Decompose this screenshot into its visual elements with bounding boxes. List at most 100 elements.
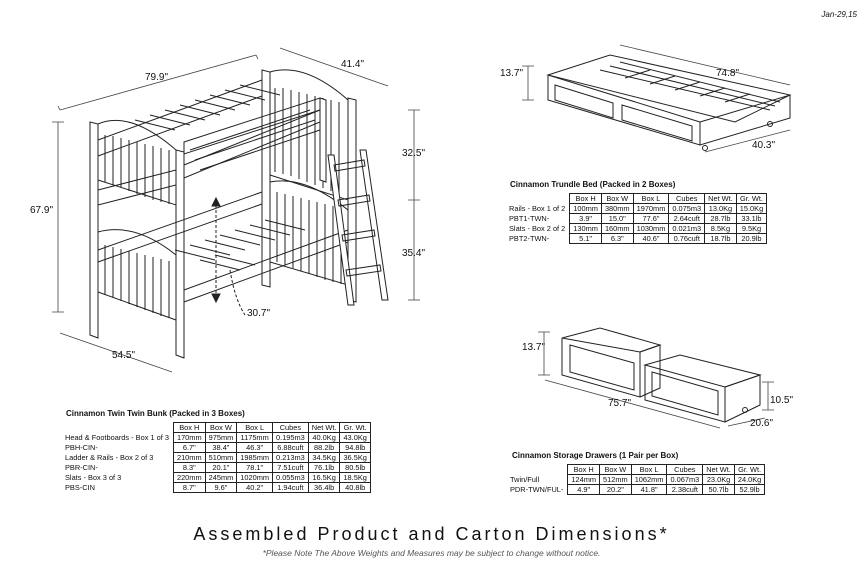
table-cell: 7.51cuft — [272, 462, 309, 473]
column-header: Box H — [569, 193, 602, 204]
table-header-row: Box H Box W Box L Cubes Net Wt. Gr. Wt. — [62, 422, 371, 433]
column-header: Box W — [204, 422, 238, 433]
table-row: Slats - Box 3 of 3 220mm 245mm 1020mm 0.… — [62, 472, 371, 483]
trundle-width-label: 40.3" — [752, 140, 776, 151]
table-cell: 0.075m3 — [668, 203, 706, 214]
table-cell: 41.8" — [630, 484, 668, 495]
table-cell: 6.3" — [600, 233, 634, 244]
row-label: PBT1-TWN- — [509, 214, 550, 223]
row-label: Twin/Full — [510, 475, 540, 484]
table-row: PBT1-TWN- 3.9" 15.0" 77.6" 2.64cuft 28.7… — [506, 213, 768, 224]
storage-drawers-drawing — [538, 327, 774, 429]
column-header: Box H — [567, 464, 601, 475]
table-cell: 130mm — [569, 223, 602, 234]
table-cell: 510mm — [204, 452, 238, 463]
table-row: PBT2-TWN- 5.1" 6.3" 40.6" 0.76cuft 18.7l… — [506, 233, 768, 244]
table-row: PBH-CIN- 6.7" 38.4" 46.3" 6.88cuft 88.2l… — [62, 442, 371, 453]
table-header-row: Box H Box W Box L Cubes Net Wt. Gr. Wt. — [507, 464, 766, 475]
table-cell: 40.0Kg — [307, 432, 341, 443]
row-label: Rails - Box 1 of 2 — [509, 204, 566, 213]
trundle-table-title: Cinnamon Trundle Bed (Packed in 2 Boxes) — [510, 180, 676, 189]
column-header: Box W — [599, 464, 632, 475]
row-label: PBH-CIN- — [65, 443, 98, 452]
table-cell: 15.0" — [600, 213, 634, 224]
table-row: PDR-TWN/FUL- 4.9" 20.2" 41.8" 2.38cuft 5… — [507, 484, 766, 495]
column-header: Net Wt. — [702, 464, 735, 475]
table-cell: 1030mm — [632, 223, 670, 234]
table-cell: 77.6" — [632, 213, 670, 224]
table-cell: 52.9lb — [733, 484, 766, 495]
row-label: PBT2-TWN- — [509, 234, 550, 243]
table-cell: 80.5lb — [339, 462, 371, 473]
table-cell: 8.7" — [172, 482, 206, 493]
column-header: Gr. Wt. — [735, 193, 768, 204]
table-cell: 1970mm — [632, 203, 670, 214]
row-label: PBR-CIN- — [65, 463, 98, 472]
table-cell: 16.5Kg — [307, 472, 341, 483]
trundle-bed-drawing — [522, 44, 792, 153]
drawer-spec-table: Box H Box W Box L Cubes Net Wt. Gr. Wt. … — [507, 464, 766, 495]
column-header: Box L — [236, 422, 274, 433]
table-cell: 6.7" — [172, 442, 206, 453]
table-cell: 2.64cuft — [668, 213, 706, 224]
table-cell: 36.5Kg — [339, 452, 371, 463]
drawer-height-label: 13.7" — [522, 342, 546, 353]
row-label: Slats - Box 2 of 2 — [509, 224, 566, 233]
table-cell: 220mm — [172, 472, 206, 483]
page-title: Assembled Product and Carton Dimensions* — [193, 524, 670, 544]
column-header: Box H — [172, 422, 206, 433]
table-row: Slats - Box 2 of 2 130mm 160mm 1030mm 0.… — [506, 223, 768, 234]
table-cell: 1175mm — [236, 432, 274, 443]
table-header-row: Box H Box W Box L Cubes Net Wt. Gr. Wt. — [506, 193, 768, 204]
table-cell: 8.5Kg — [704, 223, 737, 234]
bunk-lower-height-label: 35.4" — [402, 248, 426, 259]
table-cell: 4.9" — [567, 484, 601, 495]
table-cell: 76.1lb — [307, 462, 341, 473]
table-cell: 18.7lb — [704, 233, 737, 244]
table-cell: 33.1lb — [735, 213, 768, 224]
row-label: Slats - Box 3 of 3 — [65, 473, 122, 482]
table-cell: 38.4" — [204, 442, 238, 453]
column-header: Gr. Wt. — [733, 464, 766, 475]
table-cell: 512mm — [599, 474, 632, 485]
table-cell: 1062mm — [630, 474, 668, 485]
bunk-upper-height-label: 32.5" — [402, 148, 426, 159]
table-cell: 3.9" — [569, 213, 602, 224]
table-cell: 1020mm — [236, 472, 274, 483]
table-cell: 8.3" — [172, 462, 206, 473]
table-cell: 20.2" — [599, 484, 632, 495]
table-cell: 0.055m3 — [272, 472, 309, 483]
table-cell: 100mm — [569, 203, 602, 214]
table-cell: 0.76cuft — [668, 233, 706, 244]
table-cell: 160mm — [600, 223, 634, 234]
row-label: Ladder & Rails - Box 2 of 3 — [65, 453, 154, 462]
table-cell: 78.1" — [236, 462, 274, 473]
table-cell: 975mm — [204, 432, 238, 443]
table-cell: 380mm — [600, 203, 634, 214]
bunk-depth-label: 54.5" — [112, 350, 136, 361]
row-label: PDR-TWN/FUL- — [510, 485, 564, 494]
table-cell: 40.6" — [632, 233, 670, 244]
column-header: Cubes — [666, 464, 704, 475]
table-cell: 5.1" — [569, 233, 602, 244]
table-cell: 1.94cuft — [272, 482, 309, 493]
trundle-height-label: 13.7" — [500, 68, 524, 79]
column-header: Gr. Wt. — [339, 422, 371, 433]
bunk-bed-drawing — [52, 47, 420, 373]
bunk-length-label: 79.9" — [145, 72, 169, 83]
table-cell: 94.8lb — [339, 442, 371, 453]
drawer-table-title: Cinnamon Storage Drawers (1 Pair per Box… — [512, 451, 679, 460]
trundle-length-label: 74.8" — [716, 68, 740, 79]
disclaimer-note: *Please Note The Above Weights and Measu… — [262, 548, 601, 558]
column-header: Cubes — [272, 422, 309, 433]
bunk-table-title: Cinnamon Twin Twin Bunk (Packed in 3 Box… — [66, 409, 245, 418]
table-cell: 9.5Kg — [735, 223, 768, 234]
table-cell: 46.3" — [236, 442, 274, 453]
table-cell: 0.021m3 — [668, 223, 706, 234]
column-header: Box L — [630, 464, 668, 475]
table-cell: 210mm — [172, 452, 206, 463]
table-cell: 13.0Kg — [704, 203, 737, 214]
revision-date: Jan-29,15 — [821, 10, 857, 19]
table-cell: 2.38cuft — [666, 484, 704, 495]
table-cell: 0.067m3 — [666, 474, 704, 485]
